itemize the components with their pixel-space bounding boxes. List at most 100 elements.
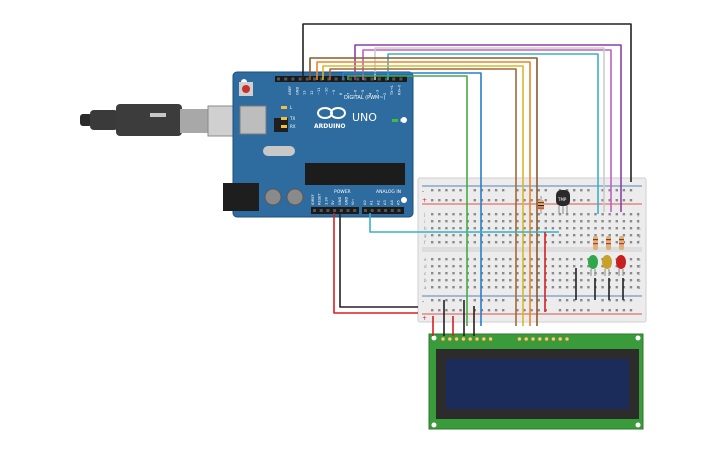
- row-letter-top-3: g: [424, 233, 427, 238]
- row-letter-top-right-4: f: [638, 240, 640, 245]
- resistor-led-green: [593, 236, 598, 250]
- row-letter-top-right-3: g: [638, 233, 641, 238]
- lcd-pin-1[interactable]: [440, 336, 446, 342]
- row-letter-top-4: f: [424, 240, 426, 245]
- analog-pin-label-5: A5: [397, 200, 401, 205]
- lcd-pin-3[interactable]: [454, 336, 459, 342]
- row-letter-bottom-right-3: b: [638, 278, 641, 283]
- row-letter-top-2: h: [424, 226, 427, 231]
- digital-pin-label-2: 13: [303, 90, 307, 95]
- row-letter-top-0: j: [423, 212, 425, 217]
- power-pin-label-4: GND: [338, 197, 342, 205]
- jumper-wires: [302, 23, 632, 336]
- wire-blue: [342, 72, 482, 326]
- resistor-sensor[interactable]: [538, 196, 544, 214]
- lcd-pin-6[interactable]: [474, 336, 480, 342]
- led-red[interactable]: [616, 255, 626, 276]
- power-pin-label-3: 5V: [331, 200, 335, 205]
- wire-brown-1: [309, 57, 538, 326]
- power-header: POWER: [334, 189, 351, 195]
- digital-pin-label-7: 8: [339, 92, 343, 95]
- lcd-pin-2[interactable]: [447, 336, 453, 342]
- digital-pin-label-8: 7: [346, 93, 350, 95]
- led-label-tx: TX: [289, 116, 295, 121]
- analog-pin-label-0: A0: [363, 200, 367, 205]
- wire-brown-2: [329, 68, 517, 326]
- digital-pin-label-13: 2: [383, 93, 387, 95]
- resistor-led-yellow: [606, 236, 611, 250]
- arduino-logo-text: ARDUINO: [314, 123, 345, 130]
- rail-minus-top: -: [422, 188, 424, 195]
- lcd-pin-4[interactable]: [461, 336, 466, 342]
- digital-pin-label-10: ~5: [361, 90, 365, 95]
- row-letter-bottom-0: e: [424, 257, 427, 262]
- row-letter-bottom-4: a: [424, 285, 427, 290]
- lcd-pin-8[interactable]: [488, 336, 493, 342]
- analog-pin-label-2: A2: [376, 200, 380, 205]
- analog-pin-label-4: A4: [390, 200, 394, 205]
- digital-pin-label-15: RX←0: [398, 84, 402, 95]
- row-letter-bottom-right-1: d: [638, 264, 641, 269]
- power-pin-label-1: RESET: [318, 193, 322, 205]
- row-letter-bottom-3: b: [424, 278, 427, 283]
- lcd-pin-10[interactable]: [523, 336, 529, 342]
- lcd-pin-15[interactable]: [557, 336, 563, 342]
- led-yellow[interactable]: [602, 255, 612, 276]
- lcd-screen: [446, 359, 629, 409]
- wire-green: [347, 75, 468, 326]
- reset-button[interactable]: [239, 82, 253, 96]
- row-letter-top-right-2: h: [638, 226, 641, 231]
- lcd-pin-7[interactable]: [481, 336, 487, 342]
- wire-red-power: [333, 213, 418, 314]
- lcd-pin-header: [440, 336, 570, 342]
- digital-pin-label-1: GND: [295, 87, 299, 95]
- row-letter-bottom-right-4: a: [638, 285, 641, 290]
- arduino-logo-icon: [317, 107, 346, 119]
- row-letter-top-right-1: i: [638, 219, 639, 224]
- led-label-l: L: [290, 105, 293, 110]
- lcd-pin-14[interactable]: [551, 336, 556, 342]
- lcd-pin-5[interactable]: [467, 336, 473, 342]
- digital-pin-label-4: ~11: [317, 87, 321, 95]
- row-letter-top-right-0: j: [637, 212, 639, 217]
- temperature-sensor[interactable]: TMP: [556, 190, 570, 214]
- resistor-led-red: [619, 236, 624, 250]
- analog-pin-label-3: A3: [383, 200, 387, 205]
- lcd-pin-9[interactable]: [517, 336, 522, 342]
- arduino-uno-board[interactable]: L TX RX ON ARDUINO UNO DIGITAL (PWM~) PO…: [223, 71, 414, 218]
- digital-header-strip: [275, 76, 407, 82]
- rail-plus-top: +: [422, 197, 427, 204]
- arduino-model: UNO: [352, 111, 377, 124]
- lcd-pin-16[interactable]: [564, 336, 570, 342]
- led-resistors[interactable]: [593, 236, 624, 250]
- rail-plus-bottom: +: [422, 315, 427, 322]
- lcd-pin-11[interactable]: [530, 336, 536, 342]
- analog-header-strip: [362, 207, 404, 214]
- digital-pin-label-9: ~6: [354, 89, 358, 95]
- led-label-rx: RX: [290, 124, 296, 129]
- digital-pin-label-11: 4: [368, 92, 372, 95]
- lcd-pin-13[interactable]: [544, 336, 549, 342]
- row-letter-bottom-1: d: [424, 264, 427, 269]
- digital-pin-label-12: ~3: [376, 90, 380, 95]
- analog-header: ANALOG IN: [376, 189, 401, 195]
- analog-pin-label-1: A1: [370, 200, 374, 205]
- row-letter-top-1: i: [424, 219, 425, 224]
- power-pin-label-0: IOREF: [311, 194, 315, 205]
- wire-black-top: [302, 23, 632, 182]
- led-label-on: ON: [400, 118, 406, 123]
- lcd-pin-12[interactable]: [537, 336, 543, 342]
- power-pin-label-2: 3.3V: [324, 196, 328, 205]
- lcd-16x2-module[interactable]: [428, 333, 644, 430]
- digital-pin-label-0: AREF: [288, 86, 292, 95]
- row-letter-bottom-right-0: e: [638, 257, 641, 262]
- wire-orange: [316, 61, 531, 326]
- usb-cable: [80, 104, 243, 137]
- digital-pin-label-3: 12: [310, 90, 314, 95]
- led-green[interactable]: [588, 255, 598, 276]
- digital-header: DIGITAL (PWM~): [344, 95, 386, 101]
